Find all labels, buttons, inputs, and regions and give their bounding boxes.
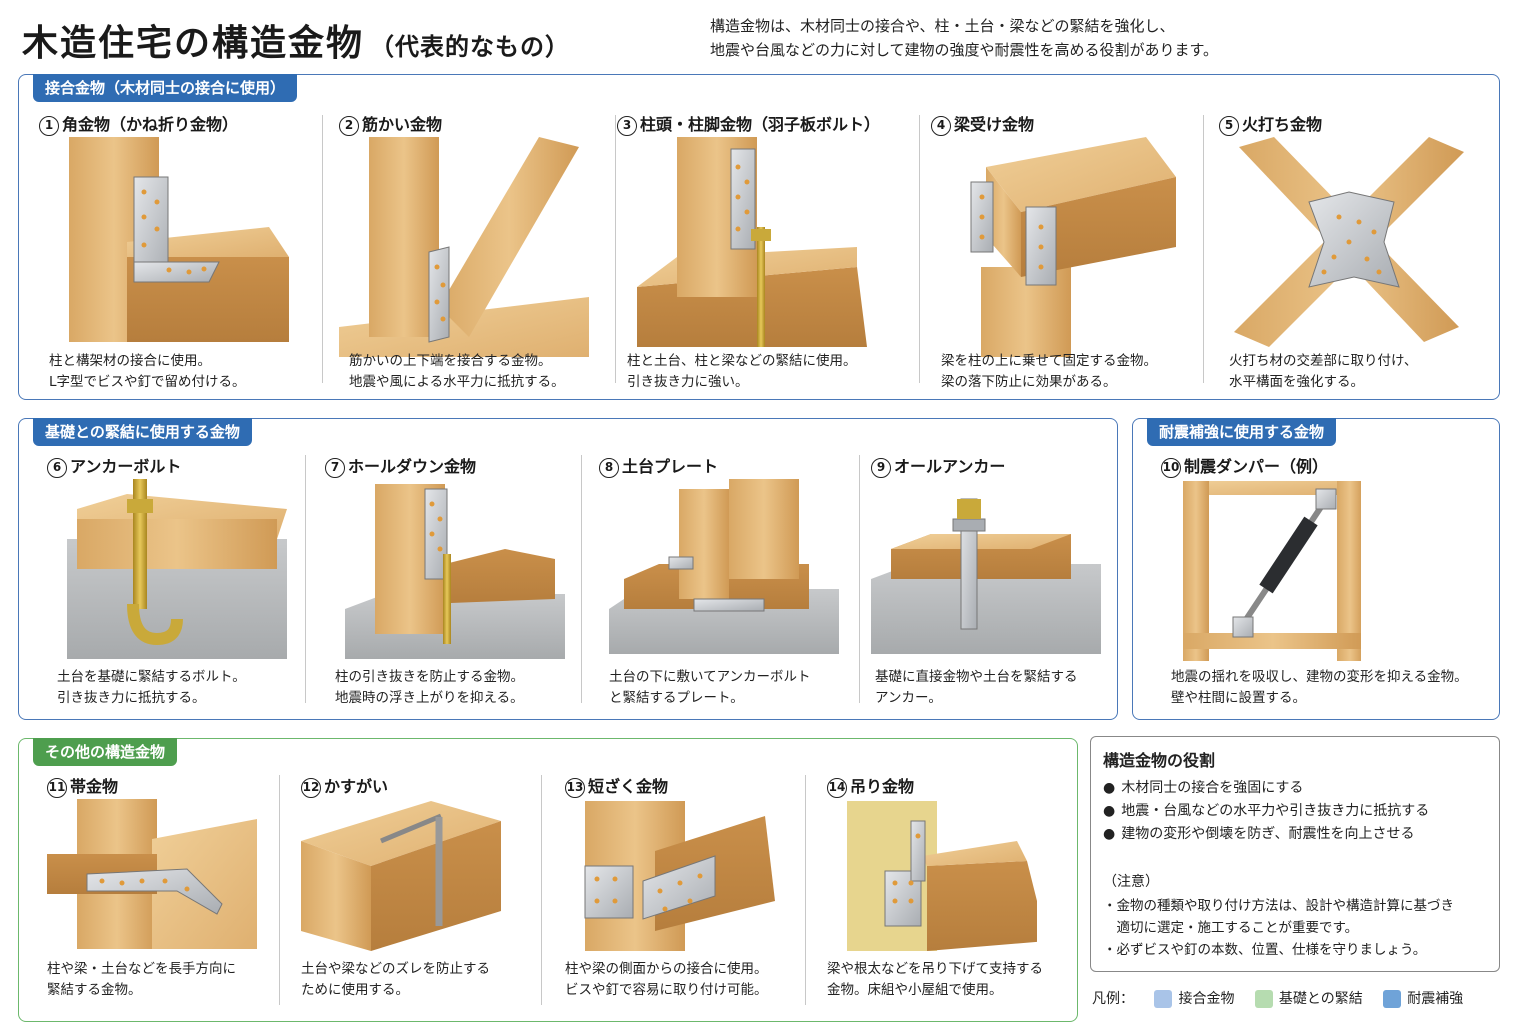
section-seismic-label: 耐震補強に使用する金物 (1147, 418, 1337, 446)
item-divider (305, 455, 306, 703)
item-description: 梁を柱の上に乗せて固定する金物。梁の落下防止に効果がある。 (941, 353, 1157, 390)
note-list: ・金物の種類や取り付け方法は、設計や構造計算に基づき 適切に選定・施工することが… (1103, 895, 1454, 961)
sill-plate-illustration (609, 479, 839, 654)
legend-swatch (1154, 990, 1173, 1008)
item-description: 柱の引き抜きを防止する金物。地震時の浮き上がりを抑える。 (335, 669, 524, 706)
item-description: 火打ち材の交差部に取り付け、水平構面を強化する。 (1229, 353, 1418, 390)
role-point: 木材同士の接合を強固にする (1103, 777, 1429, 800)
item-description: 梁や根太などを吊り下げて支持する金物。床組や小屋組で使用。 (827, 961, 1043, 998)
hold-down-illustration (345, 484, 565, 659)
role-title: 構造金物の役割 (1103, 751, 1216, 770)
item-description: 柱と土台、柱と梁などの緊結に使用。引き抜き力に強い。 (627, 353, 857, 390)
item-divider (1203, 115, 1204, 383)
note-line: 適切に選定・施工することが重要です。 (1103, 920, 1359, 936)
brace-bracket-illustration (339, 137, 589, 357)
all-anchor-illustration (871, 498, 1101, 654)
legend-entry-foundation: 基礎との緊結 (1254, 988, 1363, 1008)
section-foundation-label: 基礎との緊結に使用する金物 (33, 418, 252, 446)
damper-illustration (1183, 481, 1361, 661)
page-title: 木造住宅の構造金物（代表的なもの） (22, 23, 571, 64)
tanzaku-illustration (584, 801, 775, 951)
item-description: 土台や梁などのズレを防止するために使用する。 (301, 961, 490, 998)
legend: 凡例： 接合金物 基礎との緊結 耐震補強 (1092, 988, 1479, 1010)
item-description: 柱や梁の側面からの接合に使用。ビスや釘で容易に取り付け可能。 (565, 961, 768, 998)
item-divider (322, 115, 323, 383)
beam-hanger-illustration (970, 137, 1176, 357)
header-desc-line: 地震や台風などの力に対して建物の強度や耐震性を高める役割があります。 (710, 41, 1219, 59)
item-divider (541, 775, 542, 1005)
item-description: 基礎に直接金物や土台を緊結するアンカー。 (875, 669, 1078, 706)
note-heading: （注意） (1103, 874, 1159, 890)
legend-swatch (1254, 990, 1273, 1008)
legend-label: 凡例： (1092, 991, 1134, 1007)
strap-illustration (47, 799, 257, 949)
item-divider (581, 455, 582, 703)
anchor-bolt-illustration (67, 479, 287, 659)
header-desc-line: 構造金物は、木材同士の接合や、柱・土台・梁などの緊結を強化し、 (710, 17, 1175, 35)
corner-bracket-illustration (69, 137, 289, 342)
legend-entry-seismic: 耐震補強 (1383, 988, 1463, 1008)
item-divider (279, 775, 280, 1005)
item-description: 筋かいの上下端を接合する金物。地震や風による水平力に抵抗する。 (349, 353, 565, 390)
item-divider (615, 115, 616, 383)
post-bracket-illustration (637, 137, 867, 347)
item-description: 土台を基礎に緊結するボルト。引き抜き力に抵抗する。 (57, 669, 246, 706)
section-joint-label: 接合金物（木材同士の接合に使用） (33, 74, 298, 102)
section-other-label: その他の構造金物 (33, 738, 178, 766)
item-description: 柱や梁・土台などを長手方向に緊結する金物。 (47, 961, 236, 998)
role-point: 建物の変形や倒壊を防ぎ、耐震性を向上させる (1103, 823, 1429, 846)
item-description: 地震の揺れを吸収し、建物の変形を抑える金物。壁や柱間に設置する。 (1171, 669, 1468, 706)
note-line: ・金物の種類や取り付け方法は、設計や構造計算に基づき (1103, 898, 1454, 914)
page-subtitle: （代表的なもの） (370, 33, 571, 61)
legend-swatch (1383, 990, 1402, 1008)
header: 木造住宅の構造金物（代表的なもの） 構造金物は、木材同士の接合や、柱・土台・梁な… (22, 8, 1502, 70)
header-description: 構造金物は、木材同士の接合や、柱・土台・梁などの緊結を強化し、 地震や台風などの… (710, 14, 1218, 62)
staple-illustration (301, 801, 501, 951)
note-line: ・必ずビスや釘の本数、位置、仕様を守りましょう。 (1103, 942, 1427, 958)
role-list: 木材同士の接合を強固にする 地震・台風などの水平力や引き抜き力に抵抗する 建物の… (1103, 777, 1429, 846)
item-divider (805, 775, 806, 1005)
item-divider (919, 115, 920, 383)
item-description: 土台の下に敷いてアンカーボルトと緊結するプレート。 (609, 669, 811, 706)
item-description: 柱と構架材の接合に使用。L字型でビスや釘で留め付ける。 (49, 353, 246, 390)
role-point: 地震・台風などの水平力や引き抜き力に抵抗する (1103, 800, 1429, 823)
role-box: 構造金物の役割 木材同士の接合を強固にする 地震・台風などの水平力や引き抜き力に… (1090, 736, 1500, 972)
item-divider (859, 455, 860, 703)
hanger-illustration (847, 801, 1037, 951)
legend-entry-joint: 接合金物 (1154, 988, 1234, 1008)
horizontal-brace-illustration (1234, 137, 1464, 347)
